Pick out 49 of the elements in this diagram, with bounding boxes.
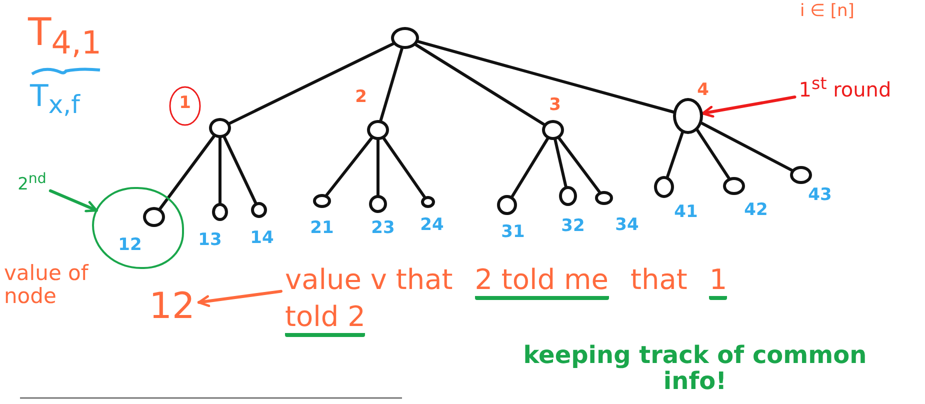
note-text: that (630, 263, 688, 296)
note-text: keeping track of common info! (522, 342, 868, 395)
note-text: 1 (709, 263, 728, 300)
node-number: 4 (697, 80, 709, 100)
node-number: 21 (310, 218, 334, 238)
tree-edge (700, 122, 794, 172)
note-text: value v that (285, 263, 453, 296)
tree-edge (218, 136, 222, 204)
arrow (701, 96, 796, 118)
note-text: i ∈ [n] (800, 2, 854, 21)
tree-edge (414, 43, 546, 126)
note-text: value of node (4, 262, 90, 308)
tree-edge (666, 131, 684, 178)
node-number: 31 (501, 222, 525, 242)
node-number: 32 (561, 216, 585, 236)
node-number: 23 (371, 218, 395, 238)
node-number: 14 (250, 228, 274, 248)
node-number: 34 (615, 215, 639, 235)
tree-edge (379, 47, 404, 122)
note-text: 2$^{nd}$ (18, 171, 46, 195)
tree-edge (696, 128, 730, 180)
value-text: 12 (149, 286, 195, 326)
tree-edge (554, 138, 568, 188)
label-text: T$_{x,f}$ (30, 80, 80, 118)
node-number: 2 (355, 87, 367, 107)
tree-edge (158, 134, 216, 210)
note-text: 1$^{st}$ round (798, 74, 892, 102)
tree-edge (228, 42, 395, 125)
note-text: 2 told me (474, 263, 608, 300)
tree-edge (382, 137, 426, 198)
tree-edge (222, 136, 258, 204)
node-number: 43 (808, 185, 832, 205)
tree-edge (510, 137, 550, 198)
tree-edge (376, 138, 380, 196)
node-number: 1 (179, 93, 191, 113)
arrow (48, 189, 98, 212)
tree-edge (325, 136, 374, 196)
node-number: 13 (198, 230, 222, 250)
node-number: 3 (549, 95, 561, 115)
node-number: 12 (118, 235, 142, 255)
node-number: 24 (420, 215, 444, 235)
tree-edge (558, 136, 601, 194)
arrow (197, 290, 282, 308)
tree-edge (416, 40, 675, 114)
node-number: 41 (674, 202, 698, 222)
note-text: told 2 (285, 300, 366, 337)
node-number: 42 (744, 200, 768, 220)
tree-node-circle (391, 27, 419, 49)
label-text: T$_{4,1}$ (28, 12, 102, 62)
